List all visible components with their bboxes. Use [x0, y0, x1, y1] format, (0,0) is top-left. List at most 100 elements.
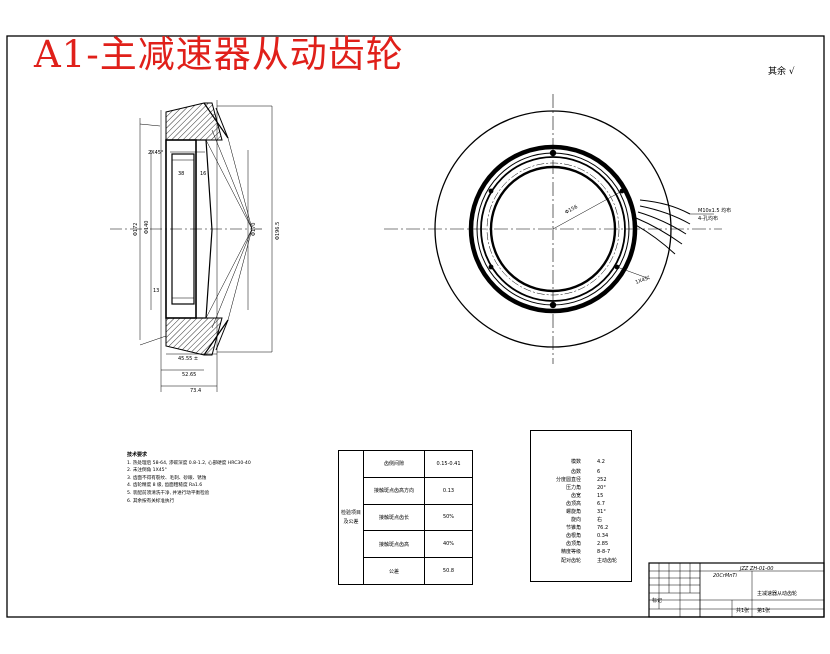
param-value: 31° — [597, 509, 606, 516]
tooth-top-edge — [215, 107, 229, 139]
dia-right-1-label: Φ170 — [251, 223, 257, 236]
inspection-row-label: 公差 — [363, 557, 425, 585]
tech-note-line: 5. 装配前须清洗干净, 并进行动平衡检验 — [127, 490, 210, 496]
bolt-circle-label: Φ156 — [564, 204, 579, 216]
inspection-row-value: 50% — [424, 503, 473, 532]
param-value: 4.2 — [597, 459, 605, 466]
root-cone-top — [205, 139, 253, 230]
param-label: 齿顶角 — [565, 541, 581, 548]
param-value: 6 — [597, 469, 601, 476]
param-label: 模数 — [570, 459, 581, 466]
pitch-cone-top — [211, 129, 253, 230]
param-label: 配对齿轮 — [560, 558, 581, 565]
param-value: 6.7 — [597, 501, 605, 508]
sheet-border — [6, 35, 825, 618]
param-label: 齿宽 — [570, 493, 581, 500]
tech-note-line: 6. 其余按有关标准执行 — [127, 498, 175, 504]
param-value: 2.85 — [597, 541, 609, 548]
inspection-row-label: 接触斑点齿长 — [363, 503, 425, 532]
hub-outline — [165, 139, 197, 319]
tooth-top-face — [203, 102, 229, 139]
roughness-mark: 其余 √ — [768, 67, 795, 77]
tech-note-line: 2. 未注倒角 1X45° — [127, 468, 167, 474]
inspection-row-label: 接触斑点齿高方向 — [363, 476, 425, 505]
inspection-table: 检验项目及公差 齿侧间隙 0.15-0.41 接触斑点齿高方向 0.13 接触斑… — [338, 450, 473, 585]
bolt-hole-lower-left — [488, 264, 494, 270]
web-outline — [196, 139, 213, 319]
dim-16-label: 16 — [200, 171, 206, 177]
tooth-bottom-edge — [215, 319, 229, 351]
bolt-hole-top — [549, 149, 557, 157]
tooth-bottom-face — [203, 319, 229, 356]
inspection-row-value: 0.13 — [424, 476, 473, 505]
leader-top-left — [139, 123, 161, 127]
tooth-ring-circle — [468, 144, 638, 314]
chamfer-note-leader — [616, 266, 651, 280]
param-label: 精度等级 — [560, 549, 581, 556]
inspection-row-value: 0.15-0.41 — [424, 450, 473, 478]
tooth-curve-4 — [635, 217, 683, 245]
leader-bottom-left — [139, 335, 167, 346]
face-cone-bottom — [227, 228, 253, 321]
bolt-holes — [488, 149, 625, 309]
param-label: 节锥角 — [565, 525, 581, 532]
param-value: 主动齿轮 — [597, 558, 618, 565]
material-label: 20CrMnTi — [713, 573, 737, 579]
dia-left-inner-label: Φ140 — [144, 221, 150, 234]
tech-notes: 技术要求 1. 热处理后 58-64, 渗碳深度 0.8-1.2, 心部硬度 H… — [127, 452, 312, 505]
front-view — [384, 94, 722, 364]
face-cone-top — [227, 137, 253, 230]
holes-note-label: 4-孔均布 — [698, 215, 718, 222]
sheet-count: 共1张 — [736, 608, 750, 614]
sheet-number: 第1张 — [757, 608, 771, 614]
bottom-dim-3-label: 73.4 — [190, 388, 201, 394]
title-block — [648, 562, 825, 618]
inspection-row-label: 接触斑点齿高 — [363, 530, 425, 559]
thread-note-label: M10x1.5 均布 — [698, 207, 731, 214]
inspection-side-label: 检验项目及公差 — [338, 450, 364, 585]
root-cone-bottom — [205, 228, 253, 319]
tech-note-line: 3. 齿面不得有裂纹、毛刺、砂眼、锈蚀 — [127, 475, 207, 481]
param-label: 齿根角 — [565, 533, 581, 540]
chamfer-label: 2X45° — [148, 150, 164, 156]
inspection-row-value: 40% — [424, 530, 473, 559]
title-block-frame — [648, 562, 825, 618]
dim-38-label: 38 — [178, 171, 184, 177]
param-value: 15 — [597, 493, 604, 500]
bottom-dim-2-label: 52.65 — [182, 372, 196, 378]
tech-note-line: 4. 齿轮精度 8 级, 齿面粗糙度 Ra1.6 — [127, 483, 203, 489]
mark-label: 标记 — [652, 598, 663, 604]
bolt-hole-upper-left — [488, 188, 494, 194]
tooth-curve-2 — [639, 205, 691, 225]
param-label: 螺旋角 — [565, 509, 581, 516]
dim-13-label: 13 — [153, 288, 159, 294]
part-name: 主减速器从动齿轮 — [757, 591, 798, 597]
front-labels: Φ156 M10x1.5 均布 4-孔均布 1X45° — [564, 204, 731, 286]
param-label: 压力角 — [565, 485, 581, 492]
bottom-dim-1-label: 45.55 ± — [178, 356, 198, 362]
pitch-cone-bottom — [211, 228, 253, 329]
param-value: 20° — [597, 485, 606, 492]
tech-notes-title: 技术要求 — [127, 452, 148, 458]
tooth-curve-5 — [633, 223, 676, 255]
bolt-circle-leader — [552, 190, 623, 230]
tooth-curve-3 — [637, 211, 687, 235]
outer-circle — [434, 110, 672, 348]
param-label: 齿数 — [570, 469, 581, 476]
param-value: 76.2 — [597, 525, 609, 532]
param-value: 252 — [597, 477, 607, 484]
bolt-hole-bottom — [549, 301, 557, 309]
param-label: 齿顶高 — [565, 501, 581, 508]
tech-note-line: 1. 热处理后 58-64, 渗碳深度 0.8-1.2, 心部硬度 HRC30-… — [127, 460, 251, 466]
bore-circle — [489, 165, 617, 293]
param-label: 旋向 — [570, 517, 581, 524]
param-value: 右 — [597, 517, 603, 524]
ring-circle-3 — [480, 156, 626, 302]
bore-outline — [171, 153, 195, 305]
bolt-circle — [486, 162, 620, 296]
dia-left-outer-label: Φ172 — [133, 223, 139, 236]
tooth-curve-1 — [639, 199, 691, 215]
